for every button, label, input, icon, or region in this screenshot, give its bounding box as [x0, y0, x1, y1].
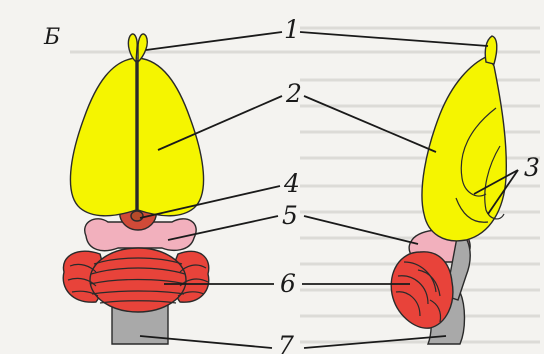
olfactory-bulb-lateral [485, 36, 497, 64]
pineal-body-dorsal [131, 211, 143, 221]
dorsal-view [63, 34, 209, 344]
right-hemisphere [138, 58, 204, 216]
label-5: 5 [282, 201, 298, 230]
label-4: 4 [283, 169, 300, 198]
cerebellum-lateral [391, 252, 453, 328]
label-2: 2 [285, 79, 302, 108]
left-hemisphere [70, 58, 136, 216]
label-6: 6 [280, 269, 296, 298]
label-7: 7 [278, 331, 294, 354]
label-3: 3 [524, 153, 540, 182]
olfactory-bulb-left [128, 34, 137, 62]
lateral-view [391, 36, 506, 344]
olfactory-bulb-right [138, 34, 147, 62]
label-1: 1 [284, 15, 300, 44]
panel-label: Б [43, 25, 60, 50]
